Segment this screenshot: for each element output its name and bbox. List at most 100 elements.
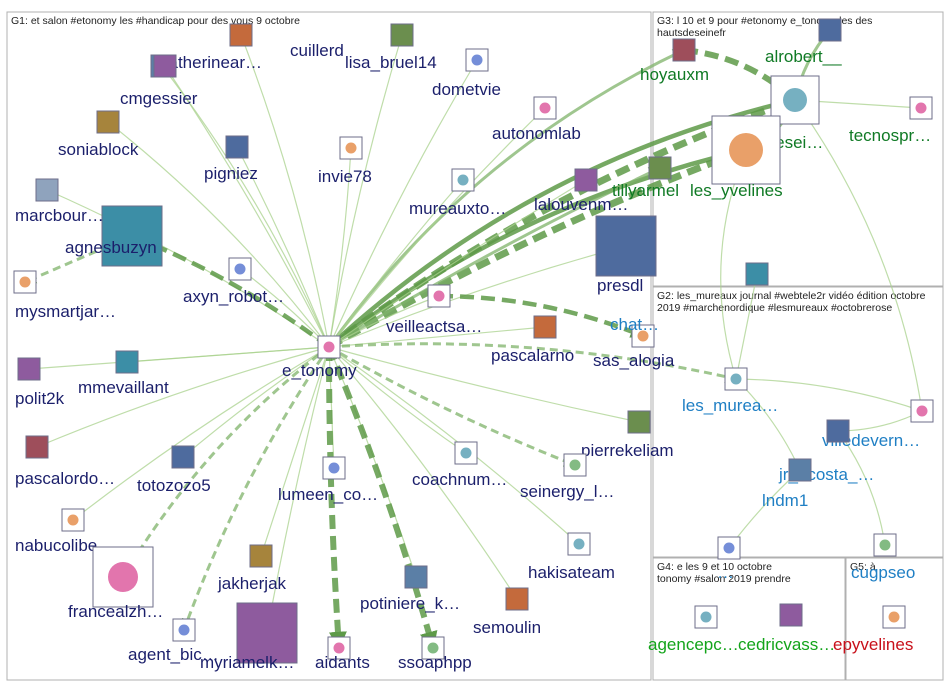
node-veilleactsa[interactable]: veilleactsa… [386, 284, 482, 336]
node-label-lalouvenm: lalouvenm… [534, 195, 629, 214]
node-ssoaphpp[interactable]: ssoaphpp [398, 636, 472, 672]
node-autonomlab[interactable]: autonomlab [492, 96, 581, 143]
edge-e_tonomy-agent_bic [182, 346, 331, 632]
node-label-les_yvelines: les_yvelines [690, 181, 783, 200]
node-lumeen_co[interactable]: lumeen_co… [278, 456, 378, 504]
group-title-g4: G4: e les 9 et 10 octobre tonomy #salon … [657, 561, 791, 585]
node-agencepc[interactable]: agencepc… [648, 605, 739, 654]
avatar-photo-icon [225, 135, 249, 159]
node-myriamelk[interactable]: myriamelk… [200, 602, 298, 672]
logo-mark-icon [916, 405, 928, 417]
node-lalouvenm[interactable]: lalouvenm… [534, 168, 629, 214]
edge-e_tonomy-hoyauxm [327, 48, 686, 348]
node-label-dometvie: dometvie [432, 80, 501, 99]
node-sas_alogia[interactable]: sas_alogia [593, 324, 675, 370]
node-chat[interactable]: chat… [610, 262, 769, 334]
node-hoyauxm[interactable]: hoyauxm [640, 38, 709, 84]
node-mmevaillant[interactable]: mmevaillant [78, 350, 169, 397]
node-soniablock[interactable]: soniablock [58, 110, 139, 159]
node-francealzh[interactable]: francealzh… [68, 546, 163, 621]
group-title-g3: G3: l 10 et 9 pour #etonomy e_tonomy les… [657, 15, 875, 39]
node-mureauxto[interactable]: mureauxto… [409, 168, 506, 218]
edge-hautsdesei-villedevern [794, 99, 924, 412]
node-epyvelines[interactable]: epyvelines [833, 605, 913, 654]
node-tillyarmel[interactable]: tillyarmel [612, 156, 679, 200]
node-les_yvelines[interactable]: les_yvelines [690, 115, 783, 200]
node-label-les_mureaux: les_murea… [682, 396, 778, 415]
logo-mark-icon [108, 562, 138, 592]
node-mysmartjar[interactable]: mysmartjar… [13, 270, 116, 321]
node-label-aidants: aidants [315, 653, 370, 672]
logo-mark-icon [888, 611, 900, 623]
edge-e_tonomy-dometvie [328, 59, 478, 348]
node-label-agent_bic: agent_bic… [128, 645, 219, 664]
node-lndm1[interactable]: lndm1 [762, 458, 812, 510]
group-box-g2 [652, 286, 944, 558]
logo-mark-icon [457, 174, 469, 186]
node-nabucolibe[interactable]: nabucolibe… [15, 508, 114, 555]
node-e_tonomy[interactable]: e_tonomy [282, 335, 357, 380]
avatar-photo-icon [826, 419, 850, 443]
node-label-tillyarmel: tillyarmel [612, 181, 679, 200]
node-hakisateam[interactable]: hakisateam [528, 532, 615, 582]
node-invie78[interactable]: invie78 [318, 136, 372, 186]
edge-e_tonomy-invie78 [328, 147, 354, 348]
node-label-lndm1: lndm1 [762, 491, 808, 510]
node-label-pigniez: pigniez [204, 164, 258, 183]
node-label-nabucolibe: nabucolibe… [15, 536, 114, 555]
node-potiniere_k[interactable]: potiniere_k… [360, 565, 460, 613]
avatar-photo-icon [745, 262, 769, 286]
avatar-photo-icon [505, 587, 529, 611]
avatar-photo-icon [648, 156, 672, 180]
group-title-g2-line1: G2: les_mureaux journal #webtele2r vidéo… [657, 290, 926, 302]
node-pigniez[interactable]: pigniez [204, 135, 258, 183]
node-agent_bic[interactable]: agent_bic… [128, 618, 219, 664]
node-marcbour[interactable]: marcbour… [15, 178, 104, 225]
avatar-photo-icon [153, 54, 177, 78]
avatar-photo-icon [25, 435, 49, 459]
node-cedricvass[interactable]: cedricvass… [738, 603, 835, 654]
node-tecnospr[interactable]: tecnospr… [849, 96, 933, 145]
node-alrobert[interactable]: alrobert__ [765, 18, 842, 66]
node-cuillerd[interactable]: cuillerd [229, 23, 344, 60]
node-coachnum[interactable]: coachnum… [412, 441, 507, 489]
node-semoulin[interactable]: semoulin [473, 587, 541, 637]
avatar-photo-icon [672, 38, 696, 62]
node-pierrekeliam[interactable]: pierrekeliam [581, 410, 674, 460]
group-title-g3-line2: hautsdeseinefr [657, 27, 726, 39]
avatar-photo-icon [788, 458, 812, 482]
node-axyn_robot[interactable]: axyn_robot… [183, 257, 284, 306]
node-pascalordo[interactable]: pascalordo… [15, 435, 115, 488]
node-label-polit2k: polit2k [15, 389, 65, 408]
node-g4hidden[interactable]: … [717, 536, 741, 582]
node-label-totozozo5: totozozo5 [137, 476, 211, 495]
node-les_mureaux[interactable]: les_murea… [682, 367, 778, 415]
logo-mark-icon [915, 102, 927, 114]
logo-mark-icon [730, 373, 742, 385]
node-label-catherinear: catherinear… [160, 53, 262, 72]
logo-mark-icon [573, 538, 585, 550]
logo-mark-icon [637, 330, 649, 342]
node-cmgessier[interactable]: cmgessier [120, 54, 198, 108]
edge-e_tonomy-seinergy_l [328, 345, 577, 467]
node-jakherjak[interactable]: jakherjak [217, 544, 287, 593]
node-label-hoyauxm: hoyauxm [640, 65, 709, 84]
edge-veilleactsa-sas_alogia [438, 293, 645, 339]
node-totozozo5[interactable]: totozozo5 [137, 445, 211, 495]
node-lisa_bruel14[interactable]: lisa_bruel14 [345, 23, 437, 72]
node-agnesbuzyn[interactable]: agnesbuzyn [65, 205, 163, 267]
node-polit2k[interactable]: polit2k [15, 357, 65, 408]
logo-mark-icon [234, 263, 246, 275]
node-seinergy_l[interactable]: seinergy_l… [520, 453, 615, 501]
node-presdl[interactable]: presdl [595, 215, 657, 295]
node-dometvie[interactable]: dometvie [432, 48, 501, 99]
node-pascalarno[interactable]: pascalarno [491, 315, 574, 365]
node-label-epyvelines: epyvelines [833, 635, 913, 654]
node-label-lumeen_co: lumeen_co… [278, 485, 378, 504]
node-aidants[interactable]: aidants [315, 636, 370, 672]
node-label-soniablock: soniablock [58, 140, 139, 159]
node-cugpseo[interactable]: cugpseo [851, 533, 915, 582]
node-label-pascalordo: pascalordo… [15, 469, 115, 488]
edge-e_tonomy-marcbour [46, 189, 330, 348]
